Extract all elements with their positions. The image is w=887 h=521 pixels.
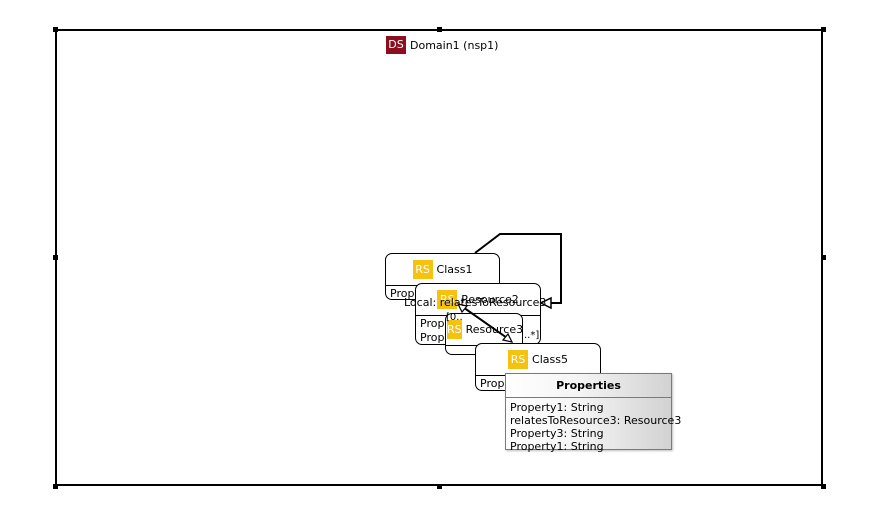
domain-title-label: Domain1 (nsp1) bbox=[410, 38, 499, 52]
resource-schema-icon: RS bbox=[508, 350, 529, 369]
resource-schema-icon: RS bbox=[437, 290, 458, 309]
tooltip-property-row: Property1: String bbox=[510, 440, 604, 453]
resize-handle-top-middle[interactable] bbox=[437, 27, 442, 32]
resize-handle-bottom-right[interactable] bbox=[821, 484, 826, 489]
inheritance-edge[interactable] bbox=[474, 233, 562, 304]
class1-name: Class1 bbox=[436, 263, 473, 276]
inheritance-arrowhead bbox=[539, 296, 552, 310]
association-arrowhead-start bbox=[456, 303, 469, 314]
resize-handle-bottom-middle[interactable] bbox=[437, 484, 442, 489]
domain-title: DS Domain1 (nsp1) bbox=[386, 36, 498, 54]
tooltip-property-row: Property1: String bbox=[510, 401, 604, 414]
multiplicity-start-label: [0.. bbox=[446, 312, 463, 323]
resize-handle-top-right[interactable] bbox=[821, 27, 826, 32]
multiplicity-end-label: ..*] bbox=[524, 330, 540, 341]
association-edge[interactable] bbox=[459, 304, 511, 341]
tooltip-property-row: relatesToResource3: Resource3 bbox=[510, 414, 682, 427]
properties-tooltip: Properties Property1: String relatesToRe… bbox=[505, 373, 682, 453]
local-relation-label: Local: relatesToResource3 bbox=[404, 296, 547, 309]
tooltip-title: Properties bbox=[506, 374, 671, 398]
domain-schema-icon: DS bbox=[386, 36, 406, 54]
resize-handle-top-left[interactable] bbox=[53, 27, 58, 32]
resource-schema-icon: RS bbox=[412, 260, 433, 279]
resource2-property-row: Prop bbox=[420, 317, 445, 330]
resource2-property-row: Prop bbox=[420, 331, 445, 344]
resource2-name: Resource2 bbox=[461, 293, 519, 306]
resize-handle-bottom-left[interactable] bbox=[53, 484, 58, 489]
resource-schema-icon: RS bbox=[447, 320, 462, 339]
class5-property-row: Prop bbox=[480, 377, 505, 390]
tooltip-property-row: Property3: String bbox=[510, 427, 604, 440]
class5-name: Class5 bbox=[532, 353, 568, 366]
tooltip-property-list: Property1: String relatesToResource3: Re… bbox=[506, 398, 682, 453]
resize-handle-middle-right[interactable] bbox=[821, 255, 826, 260]
resize-handle-middle-left[interactable] bbox=[53, 255, 58, 260]
association-arrowhead-end bbox=[501, 332, 514, 343]
